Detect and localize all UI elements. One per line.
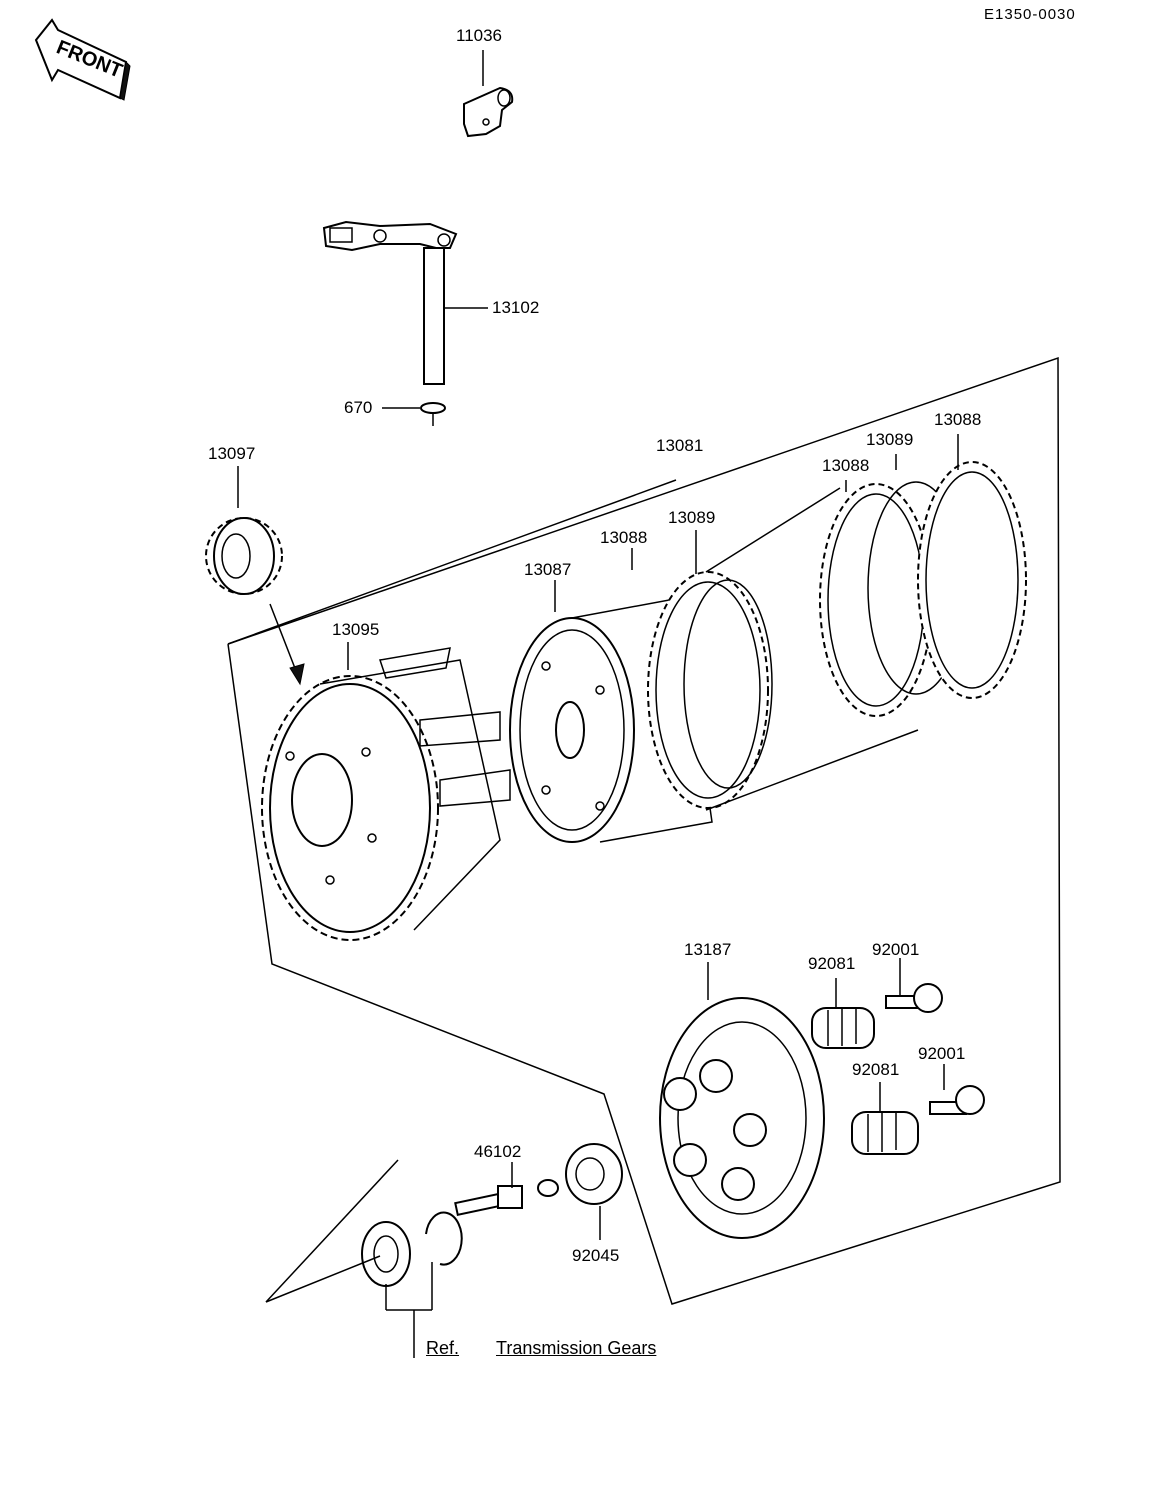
part-label-13088-c: 13088 bbox=[934, 410, 982, 429]
part-label-13081: 13081 bbox=[656, 436, 704, 455]
release-shaft-13102 bbox=[322, 220, 488, 426]
part-label-92001-a: 92001 bbox=[872, 940, 920, 959]
gear-13097 bbox=[205, 466, 305, 686]
part-label-92001-b: 92001 bbox=[918, 1044, 966, 1063]
bracket-11036 bbox=[463, 50, 514, 138]
diagram-code: E1350-0030 bbox=[984, 6, 1076, 23]
part-label-92081-a: 92081 bbox=[808, 954, 856, 973]
part-label-13089-b: 13089 bbox=[866, 430, 914, 449]
push-rod-46102 bbox=[454, 1162, 559, 1217]
spring-bolt-upper bbox=[811, 958, 943, 1049]
clutch-housing-13095 bbox=[261, 642, 511, 941]
pressure-plate-13187 bbox=[659, 962, 825, 1239]
plates-front-set bbox=[631, 530, 773, 809]
part-label-13097: 13097 bbox=[208, 444, 256, 463]
part-label-13088-b: 13088 bbox=[822, 456, 870, 475]
clutch-hub-13087 bbox=[509, 580, 713, 843]
part-label-92045: 92045 bbox=[572, 1246, 620, 1265]
part-label-92081-b: 92081 bbox=[852, 1060, 900, 1079]
part-label-46102: 46102 bbox=[474, 1142, 522, 1161]
part-label-13187: 13187 bbox=[684, 940, 732, 959]
part-label-11036: 11036 bbox=[456, 26, 503, 45]
front-arrow-icon: FRONT bbox=[34, 18, 131, 101]
part-label-13089-a: 13089 bbox=[668, 508, 716, 527]
spring-bolt-lower bbox=[851, 1064, 985, 1155]
part-label-13095: 13095 bbox=[332, 620, 380, 639]
reference-text: Transmission Gears bbox=[496, 1338, 657, 1358]
part-label-670: 670 bbox=[344, 398, 373, 417]
transmission-washers bbox=[265, 1159, 463, 1358]
part-label-13102: 13102 bbox=[492, 298, 540, 317]
bearing-92045 bbox=[565, 1143, 623, 1240]
reference-prefix: Ref. bbox=[426, 1338, 460, 1358]
part-label-13087: 13087 bbox=[524, 560, 572, 579]
plates-rear-set bbox=[705, 434, 1027, 811]
part-label-13088-a: 13088 bbox=[600, 528, 648, 547]
